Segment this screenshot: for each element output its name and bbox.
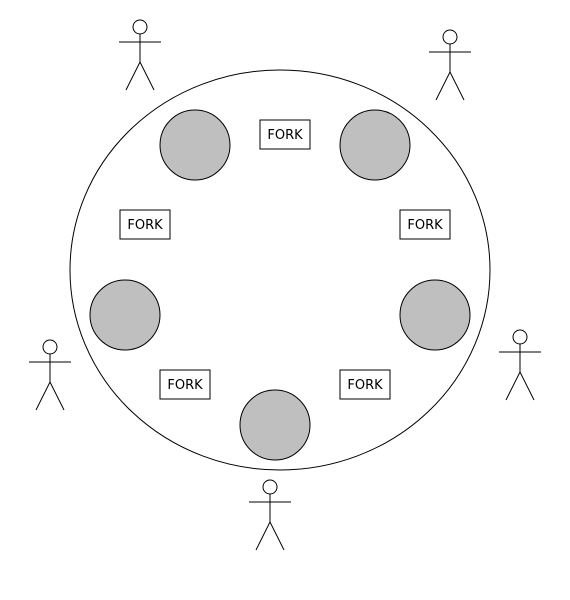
philosopher-left-leg: [125, 61, 141, 91]
philosopher-right-leg: [139, 61, 155, 91]
philosopher-head: [42, 339, 58, 355]
fork-label: FORK: [407, 218, 443, 233]
philosopher-head: [442, 29, 458, 45]
plate-left: [89, 279, 161, 351]
fork-label: FORK: [347, 378, 383, 393]
philosopher-right-leg: [49, 381, 65, 411]
fork-left: FORK: [119, 209, 171, 240]
philosopher-head: [262, 479, 278, 495]
philosopher-left-leg: [255, 521, 271, 551]
plate-right: [399, 279, 471, 351]
fork-right: FORK: [399, 209, 451, 240]
philosopher-top-left: [119, 19, 161, 91]
philosopher-left: [29, 339, 71, 411]
fork-bottom-left: FORK: [159, 369, 211, 400]
fork-box: [259, 119, 311, 150]
fork-box: [119, 209, 171, 240]
fork-label: FORK: [267, 128, 303, 143]
philosopher-bottom: [249, 479, 291, 551]
philosopher-top-right: [429, 29, 471, 101]
plate-top-right: [339, 109, 411, 181]
fork-bottom-right: FORK: [339, 369, 391, 400]
philosopher-head: [132, 19, 148, 35]
plate-bottom: [239, 389, 311, 461]
fork-box: [399, 209, 451, 240]
philosopher-right-leg: [519, 371, 535, 401]
philosopher-left-leg: [35, 381, 51, 411]
philosopher-right-leg: [449, 71, 465, 101]
philosopher-left-leg: [505, 371, 521, 401]
fork-box: [339, 369, 391, 400]
fork-top: FORK: [259, 119, 311, 150]
fork-label: FORK: [127, 218, 163, 233]
fork-box: [159, 369, 211, 400]
table: [69, 69, 491, 471]
philosopher-right-leg: [269, 521, 285, 551]
philosopher-left-leg: [435, 71, 451, 101]
philosopher-head: [512, 329, 528, 345]
plate-top-left: [159, 109, 231, 181]
plates: [89, 109, 471, 461]
philosopher-right: [499, 329, 541, 401]
fork-label: FORK: [167, 378, 203, 393]
